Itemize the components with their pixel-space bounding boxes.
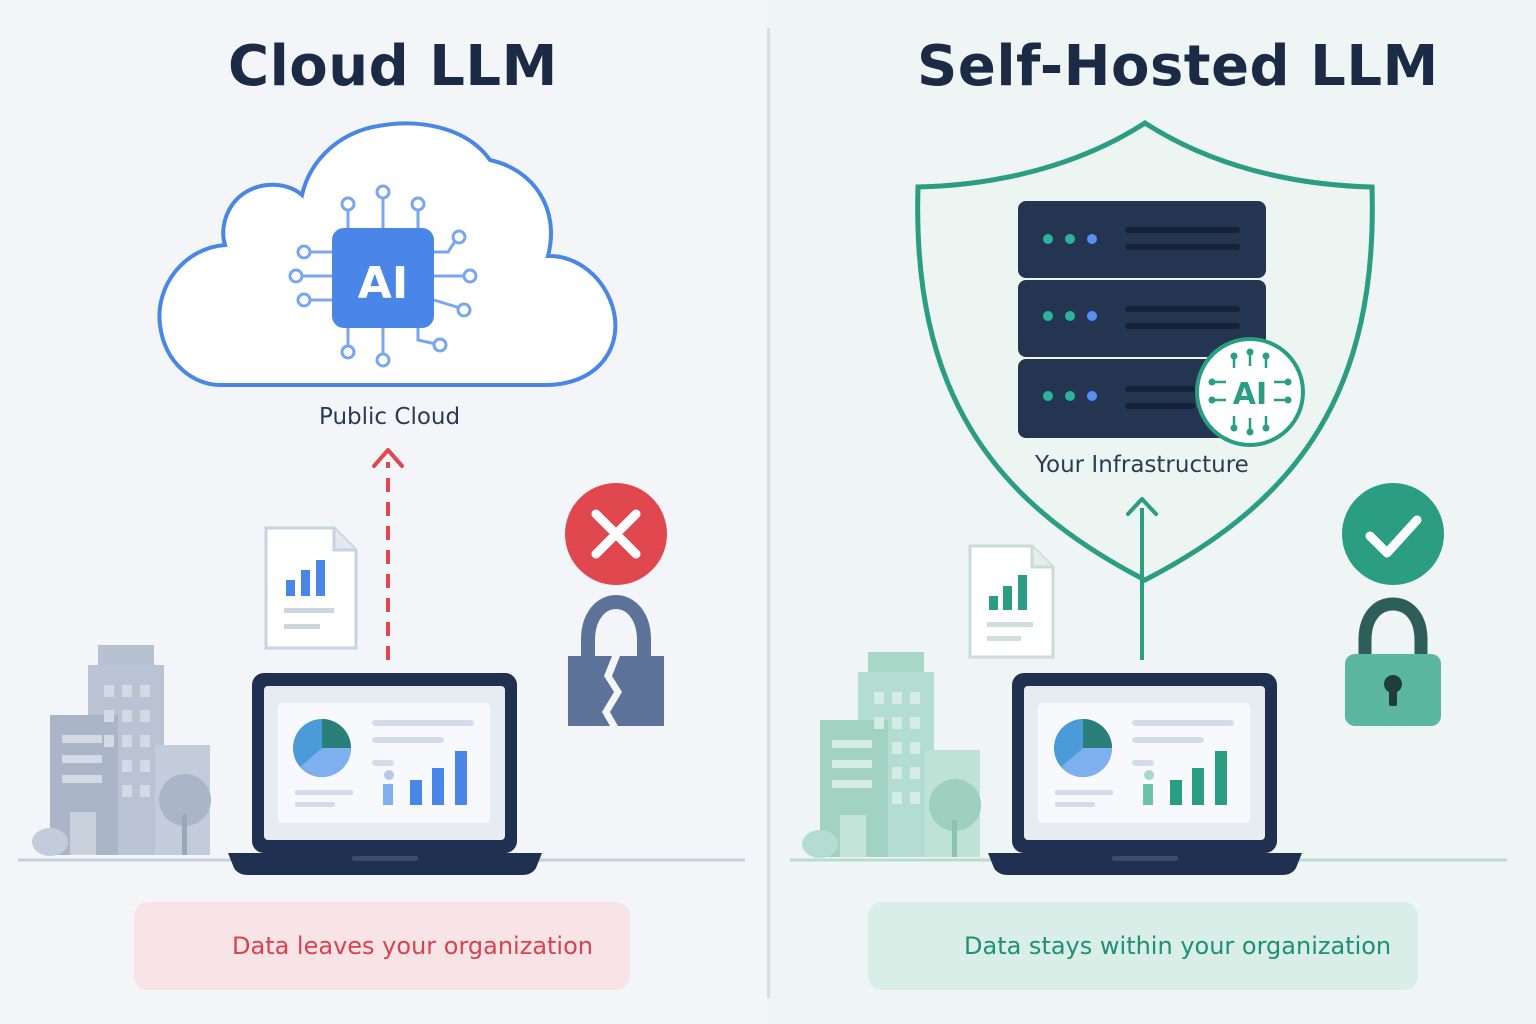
- office-buildings-icon: [32, 645, 211, 856]
- secure-lock-icon: [1345, 597, 1441, 726]
- self-hosted-llm-title: Self-Hosted LLM: [917, 34, 1439, 99]
- success-check-icon: [1342, 483, 1444, 585]
- ai-chip-text: AI: [358, 258, 408, 309]
- circuit-nodes-icon: [288, 184, 478, 368]
- data-stays-text: Data stays within your organization: [964, 932, 1392, 960]
- data-leaves-text: Data leaves your organization: [232, 932, 593, 960]
- document-chart-icon: [968, 544, 1055, 659]
- office-buildings-icon: [802, 652, 981, 858]
- arrow-head-icon: [1126, 497, 1158, 516]
- broken-lock-icon: [568, 594, 664, 726]
- panel-divider: [767, 28, 770, 998]
- laptop-icon: [988, 673, 1302, 875]
- cloud-llm-title: Cloud LLM: [228, 34, 558, 99]
- error-x-icon: [565, 483, 667, 585]
- laptop-icon: [228, 673, 542, 875]
- data-leaves-banner: Data leaves your organization: [134, 902, 630, 990]
- arrow-head-icon: [372, 448, 404, 468]
- ai-badge-text: AI: [1233, 377, 1267, 412]
- your-infrastructure-label: Your Infrastructure: [1035, 452, 1249, 478]
- data-stays-banner: Data stays within your organization: [868, 902, 1418, 990]
- ai-chip-body: [332, 228, 434, 328]
- ai-badge-icon: AI: [1195, 337, 1305, 447]
- cloud-llm-illustration: AI: [18, 121, 745, 970]
- public-cloud-label: Public Cloud: [319, 404, 461, 430]
- document-chart-icon: [264, 526, 358, 650]
